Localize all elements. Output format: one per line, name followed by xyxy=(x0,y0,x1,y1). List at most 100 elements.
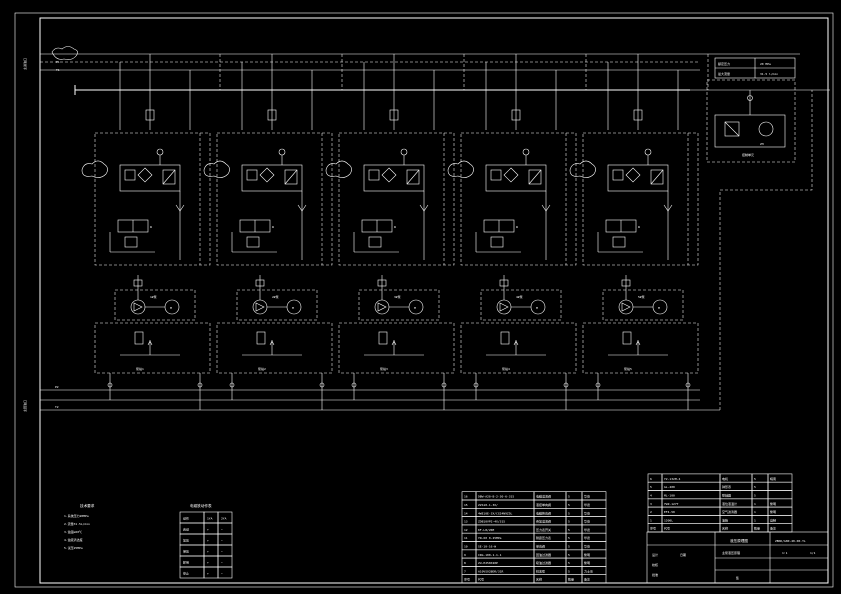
filter-diamond xyxy=(503,167,519,183)
filter-lower xyxy=(134,331,144,345)
switch-cell-text: − xyxy=(221,572,223,576)
pump-circle xyxy=(496,299,512,315)
filter-element xyxy=(612,169,624,181)
parts-cell-text: 15 xyxy=(464,503,468,507)
return-node-2 xyxy=(563,382,569,388)
pump-circle xyxy=(252,299,268,315)
cloud-connector xyxy=(203,160,230,178)
solenoid-coil xyxy=(612,236,626,248)
filter-diamond xyxy=(137,167,153,183)
parts-cell-text: 1200L xyxy=(664,518,673,522)
pressure-gauge xyxy=(156,148,164,156)
parts-cell-text: 电磁换向阀 xyxy=(536,510,551,515)
parts-cell-text: 2 xyxy=(650,510,652,514)
parts-cell-text: Z2S10-1-3X/ xyxy=(478,503,498,507)
parts-header-text: 代号 xyxy=(478,577,484,582)
filter-group xyxy=(607,164,669,192)
parts-cell-text: 回油过滤器 xyxy=(536,552,551,557)
parts-cell-text: 5 xyxy=(568,545,570,549)
valve-block xyxy=(94,132,211,266)
switch-cell-text: 2YA xyxy=(221,517,227,521)
parts-cell-text: 自制 xyxy=(770,517,776,522)
switch-cell-text: 1YA xyxy=(207,517,213,521)
parts-cell-text: 耐震压力表 xyxy=(536,535,551,540)
pressure-gauge xyxy=(278,148,286,156)
parts-cell-text: 华德 xyxy=(584,510,590,515)
switch-cell-text: 加压 xyxy=(183,538,189,543)
solenoid-coil xyxy=(246,236,260,248)
switch-cell-text: + xyxy=(207,550,209,554)
parts-cell-text: 黎明 xyxy=(770,509,776,514)
switch-cell-text: 动作 xyxy=(183,516,189,521)
parts-header-text: 数量 xyxy=(754,526,760,531)
side-check xyxy=(541,204,551,212)
parts-cell-text: Y2-132M-4 xyxy=(664,477,680,481)
parts-cell-text: 5 xyxy=(568,561,570,565)
side-check xyxy=(297,204,307,212)
filter-diamond xyxy=(625,167,641,183)
parts-cell-text: 电磁溢流阀 xyxy=(536,494,551,499)
switch-cell-text: − xyxy=(221,528,223,532)
tank-block xyxy=(338,322,455,374)
parts-cell-text: 黎明 xyxy=(584,552,590,557)
parts-header-text: 名称 xyxy=(722,526,728,531)
filter-element xyxy=(246,169,258,181)
parts-cell-text: A10VSO28DR/31R xyxy=(478,569,503,573)
motor-circle xyxy=(408,299,424,315)
parts-header-text: 备注 xyxy=(584,577,590,582)
title-block-designer: 设计 xyxy=(652,552,658,557)
return-node-2 xyxy=(319,382,325,388)
switch-cell-text: + xyxy=(207,572,209,576)
parts-cell-text: 油箱 xyxy=(722,517,728,522)
parts-cell-text: ZDB10VP2-4X/315 xyxy=(478,520,505,524)
notes-line-4: 4.油液清洁度 xyxy=(64,537,83,542)
cloud-connector xyxy=(447,160,474,178)
pump-arrow xyxy=(499,302,509,312)
check-valve xyxy=(267,109,277,121)
valve-w-label: W xyxy=(516,225,518,229)
parts-cell-text: 1 xyxy=(754,510,756,514)
motor-label: M xyxy=(292,306,294,310)
parts-cell-text: 吸油过滤器 xyxy=(536,560,551,565)
parts-cell-text: 华德 xyxy=(584,527,590,532)
parts-cell-text: 单向阀 xyxy=(536,544,545,549)
title-block-date: 日期 xyxy=(680,552,686,557)
pressure-gauge xyxy=(522,148,530,156)
parts-cell-text: EF4-50 xyxy=(664,510,675,514)
pump-circle xyxy=(374,299,390,315)
pump-motor-block xyxy=(358,289,440,321)
parts-cell-text: ML-100 xyxy=(664,494,675,498)
parts-cell-text: 5 xyxy=(568,553,570,557)
return-node xyxy=(229,382,235,388)
pump-arrow xyxy=(377,302,387,312)
title-block-approver: 批准 xyxy=(652,572,658,577)
parts-cell xyxy=(767,473,793,483)
right-control-box: 控制单元 ZH xyxy=(706,79,796,163)
pressure-gauge xyxy=(400,148,408,156)
pump-arrow xyxy=(133,302,143,312)
valve-w-label: W xyxy=(638,225,640,229)
param-label-2: 最大流量 xyxy=(718,71,730,76)
pump-label: 1#泵 xyxy=(150,294,157,299)
switch-cell-text: + xyxy=(207,528,209,532)
parts-cell-text: 联轴器 xyxy=(722,493,731,498)
tank-arrow xyxy=(147,340,153,346)
parts-header-text: 备注 xyxy=(770,526,776,531)
valve-block xyxy=(582,132,699,266)
title-block-school: 集 xyxy=(736,575,739,580)
top-cloud xyxy=(51,46,78,60)
check-valve xyxy=(511,109,521,121)
control-box-label: 控制单元 xyxy=(742,152,754,157)
tank-block xyxy=(460,322,577,374)
parts-cell-text: SE-10-16-W xyxy=(478,545,496,549)
parts-cell-text: 16 xyxy=(464,495,468,499)
parts-cell-text: 1 xyxy=(650,518,652,522)
inner-frame xyxy=(39,17,829,584)
relief-arrow xyxy=(528,169,542,185)
pump-feed-valve xyxy=(377,279,387,287)
parts-cell-text: 5 xyxy=(650,485,652,489)
parts-cell-text: 5 xyxy=(754,477,756,481)
